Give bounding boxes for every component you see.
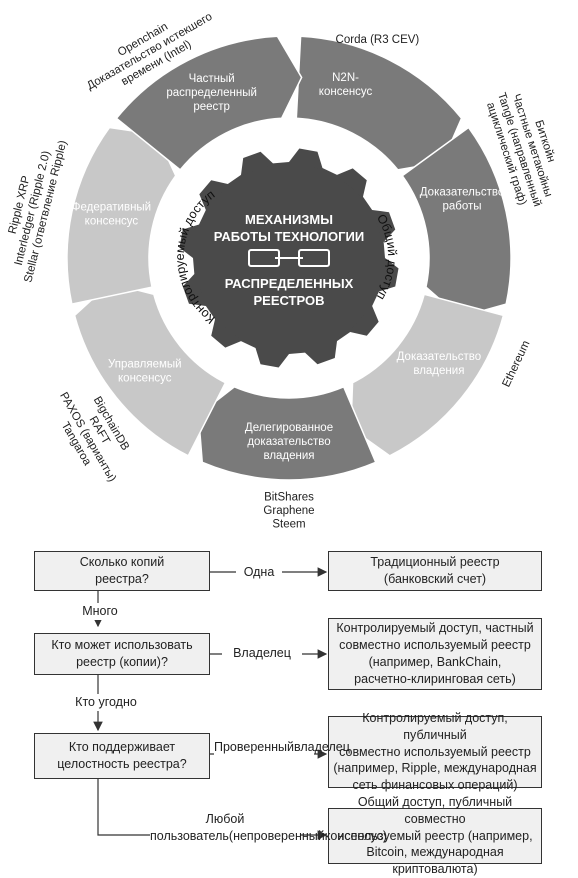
question-who-uses: Кто может использовать реестр (копии)? xyxy=(34,633,210,675)
segment-label-dpos: владения xyxy=(263,450,314,462)
text-line: Общий доступ, публичный совместно xyxy=(357,794,513,826)
text-line: Кто может использовать xyxy=(51,638,193,653)
answer-controlled-private: Контролируемый доступ, частный совместно … xyxy=(328,618,542,690)
center-title-line: МЕХАНИЗМЫ xyxy=(245,212,333,227)
text-line: Bitcoin, международная криптовалюта) xyxy=(366,845,504,877)
text-line: реестр (копии)? xyxy=(76,655,168,669)
text-line: Проверенный xyxy=(214,740,295,754)
text-line: Любой пользователь xyxy=(150,812,245,843)
text-line: реестра? xyxy=(95,572,149,586)
consensus-wheel: N2N-консенсусДоказательствоработыДоказат… xyxy=(7,11,558,531)
segment-pos xyxy=(350,293,505,457)
example-item: Graphene xyxy=(263,505,314,517)
text-line: используемый реестр (например, xyxy=(337,828,533,843)
label-one: Одна xyxy=(236,564,282,581)
example-item: Steem xyxy=(272,519,305,531)
text-line: Сколько копий xyxy=(79,555,165,570)
segment-label-dpos: доказательство xyxy=(247,436,330,448)
segment-pow xyxy=(401,126,512,318)
segment-label-private: распределенный xyxy=(166,87,257,99)
segment-private xyxy=(115,35,303,171)
text-line: Владелец xyxy=(233,646,291,660)
center-title: МЕХАНИЗМЫ РАБОТЫ ТЕХНОЛОГИИ РАСПРЕДЕЛЕННЫХ… xyxy=(214,212,364,308)
label-verified-owner: Проверенныйвладелец xyxy=(214,739,350,756)
center-title-line: РАБОТЫ ТЕХНОЛОГИИ xyxy=(214,229,364,244)
label-owner: Владелец xyxy=(222,645,302,662)
examples-n2n: Corda (R3 CEV) xyxy=(336,34,420,46)
example-item: Ethereum xyxy=(501,339,533,389)
segment-label-n2n: N2N- xyxy=(332,72,359,84)
segment-label-pos: владения xyxy=(413,365,464,377)
label-any-user: Любой пользователь(непроверенныйконсенсу… xyxy=(150,811,387,845)
text-line: Кто поддерживает xyxy=(68,740,176,755)
text-line: (непроверенный xyxy=(228,828,325,843)
center-gear xyxy=(179,148,399,368)
segment-label-pow: Доказательство xyxy=(420,186,505,198)
segment-n2n xyxy=(295,35,463,171)
text-line: совместно используемый реестр xyxy=(339,744,531,759)
wheel-segments xyxy=(66,35,512,481)
example-item: Corda (R3 CEV) xyxy=(336,34,420,46)
segment-label-private: реестр xyxy=(193,101,230,113)
text-line: Кто угодно xyxy=(75,695,137,709)
text-line: сеть финансовых операций) xyxy=(352,778,518,793)
text-line: (банковский счет) xyxy=(383,572,487,586)
example-item: BitShares xyxy=(264,492,314,504)
center-subtitle-line: РЕЕСТРОВ xyxy=(253,293,324,308)
text-line: расчетно-клиринговая сеть) xyxy=(354,671,516,686)
text-line: целостность реестра? xyxy=(57,757,187,771)
text-line: консенсус) xyxy=(324,828,388,843)
center-subtitle-line: РАСПРЕДЕЛЕННЫХ xyxy=(225,276,354,291)
segment-label-pow: работы xyxy=(442,200,481,212)
segment-labels: N2N-консенсусДоказательствоработыДоказат… xyxy=(72,72,505,462)
segment-dpos xyxy=(197,385,377,481)
question-who-maintains: Кто поддерживает целостность реестра? xyxy=(34,733,210,779)
label-anyone: Кто угодно xyxy=(56,694,156,711)
answer-controlled-public: Контролируемый доступ, публичный совместн… xyxy=(328,711,542,792)
text-line: совместно используемый реестр xyxy=(339,638,531,653)
text-line: владелец xyxy=(294,740,350,754)
text-line: Много xyxy=(82,604,118,618)
segment-label-pos: Доказательство xyxy=(397,351,482,363)
text-line: Одна xyxy=(243,565,275,579)
segment-label-n2n: консенсус xyxy=(319,86,373,98)
text-line: (например, BankChain, xyxy=(368,655,502,669)
segment-federated xyxy=(66,126,177,306)
segment-label-managed: консенсус xyxy=(118,373,172,385)
segment-label-federated: консенсус xyxy=(85,216,139,228)
examples-pos: Ethereum xyxy=(501,339,533,389)
text-line: Традиционный реестр xyxy=(370,555,500,570)
segment-label-managed: Управляемый xyxy=(108,359,182,371)
chain-link-icon xyxy=(248,249,330,267)
label-many: Много xyxy=(60,603,140,620)
text-line: Контролируемый доступ, публичный xyxy=(362,710,508,742)
segment-managed xyxy=(73,282,227,457)
segment-label-federated: Федеративный xyxy=(72,202,151,214)
question-copies: Сколько копий реестра? xyxy=(34,551,210,591)
answer-open-public: Общий доступ, публичный совместно использ… xyxy=(328,795,542,876)
answer-traditional-ledger: Традиционный реестр (банковский счет) xyxy=(328,551,542,591)
text-line: Контролируемый доступ, частный xyxy=(336,621,534,636)
text-line: (например, Ripple, международная xyxy=(333,761,537,776)
segment-label-dpos: Делегированное xyxy=(245,422,333,434)
segment-label-private: Частный xyxy=(189,73,235,85)
